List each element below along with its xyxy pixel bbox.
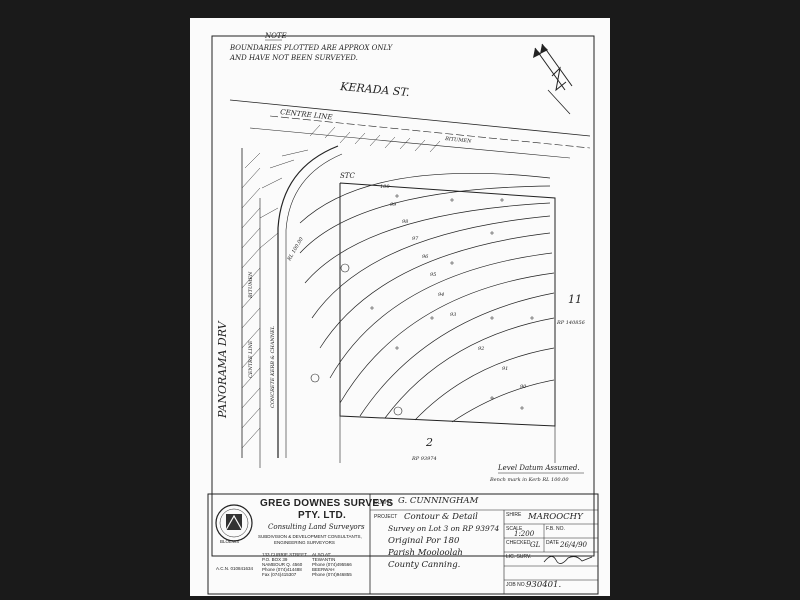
firm-acn: A.C.N. 010841634 [216,566,254,571]
note-line-1: BOUNDARIES PLOTTED ARE APPROX ONLY [229,44,394,52]
drawing-sheet: NOTE BOUNDARIES PLOTTED ARE APPROX ONLY … [190,18,610,596]
scale-value: 1:200 [514,530,535,538]
lot-number: 2 [425,436,433,449]
svg-text:92: 92 [478,346,484,352]
note-line-2: AND HAVE NOT BEEN SURVEYED. [229,54,358,62]
level-datum-line-1: Level Datum Assumed. [497,464,580,472]
title-block-frame [207,493,599,595]
hatch-left [241,152,261,449]
survey-plan: NOTE BOUNDARIES PLOTTED ARE APPROX ONLY … [207,32,599,595]
firm-branches: ALSO AT: TEWANTIN Phone (074)495566 BEER… [312,552,352,577]
spot-level-marks [370,194,534,410]
svg-text:98: 98 [402,219,408,225]
centre-line-top [269,115,591,149]
fb-number-label: F.B. No. [546,526,565,532]
shire-value: MAROOCHY [528,512,583,522]
project-line-1: Contour & Detail [404,512,478,522]
firm-logo-icon [215,504,253,542]
shire-label: SHIRE [506,512,522,518]
project-label: PROJECT [374,514,398,520]
firm-address: 133 CURRIE STREET P.O. BOX 39 NAMBOUR Q.… [262,552,308,577]
rounded-rl-label: RL 100.00 [286,236,305,263]
project-line-4: Parish Mooloolah [388,548,463,558]
neighbour-lot-number: 11 [568,293,582,306]
tree-symbol [340,263,350,273]
neighbour-rp: RP 140856 [556,320,586,326]
svg-text:99: 99 [390,202,397,208]
bitumen-left-label: BITUMEN [248,271,254,299]
date-label: DATE [546,540,559,546]
bitumen-top-label: BITUMEN [444,136,472,145]
surveyor-signature-icon [543,556,593,564]
svg-text:91: 91 [502,366,508,372]
corner-label: STC [340,172,355,180]
kerb-label: CONCRETE KERB & CHANNEL [270,325,276,408]
street-label-panorama: PANORAMA DRV [216,320,229,419]
road-edge-top [229,99,591,137]
client-label: CLIENT [374,500,392,506]
project-line-3: Original Por 180 [388,536,460,546]
firm-services-1: SUBDIVISION & DEVELOPMENT CONSULTANTS, [258,534,362,539]
firm-tagline: Consulting Land Surveyors [268,523,365,531]
firm-name: GREG DOWNES SURVEYS [260,498,394,509]
svg-text:94: 94 [438,292,444,298]
contour-labels: 100 99 98 97 96 95 94 93 92 91 90 [380,184,527,390]
lic-surveyor-label: LIC. SURV. [506,554,532,560]
client-value: G. CUNNINGHAM [398,496,479,506]
checked-label: CHECKED [506,540,531,546]
svg-text:95: 95 [430,272,436,278]
drawing-border [211,35,595,557]
scale-label: SCALE [506,526,523,532]
svg-text:90: 90 [520,384,527,390]
date-value: 26/4/90 [560,541,587,549]
logo-caption: BLOEWS [220,539,240,544]
kerb-curve [277,145,339,458]
project-line-2: Survey on Lot 3 on RP 93974 [388,524,500,533]
lot-rp-number: RP 93974 [411,456,437,462]
svg-text:93: 93 [450,312,456,318]
svg-text:97: 97 [412,236,419,242]
checked-value: GL [530,541,541,549]
firm-services-2: ENGINEERING SURVEYORS [274,540,335,545]
svg-text:100: 100 [380,184,390,190]
level-datum-line-2: Bench mark in Kerb RL 100.00 [489,477,569,483]
job-number-label: JOB No. [506,582,527,588]
bitumen-edge-top [249,127,571,159]
centre-line-left-label: CENTRE LINE [248,340,254,378]
note-heading: NOTE [264,32,287,40]
project-line-5: County Canning. [388,560,461,570]
street-label-kerada: KERADA ST. [339,80,410,99]
contour-lines [299,172,555,423]
hatch-top [309,124,441,153]
firm-name-suffix: PTY. LTD. [298,510,347,521]
job-number-value: 930401. [526,580,562,590]
north-arrow-icon [533,43,573,115]
hatch-kerb [259,149,309,249]
svg-text:96: 96 [422,254,429,260]
